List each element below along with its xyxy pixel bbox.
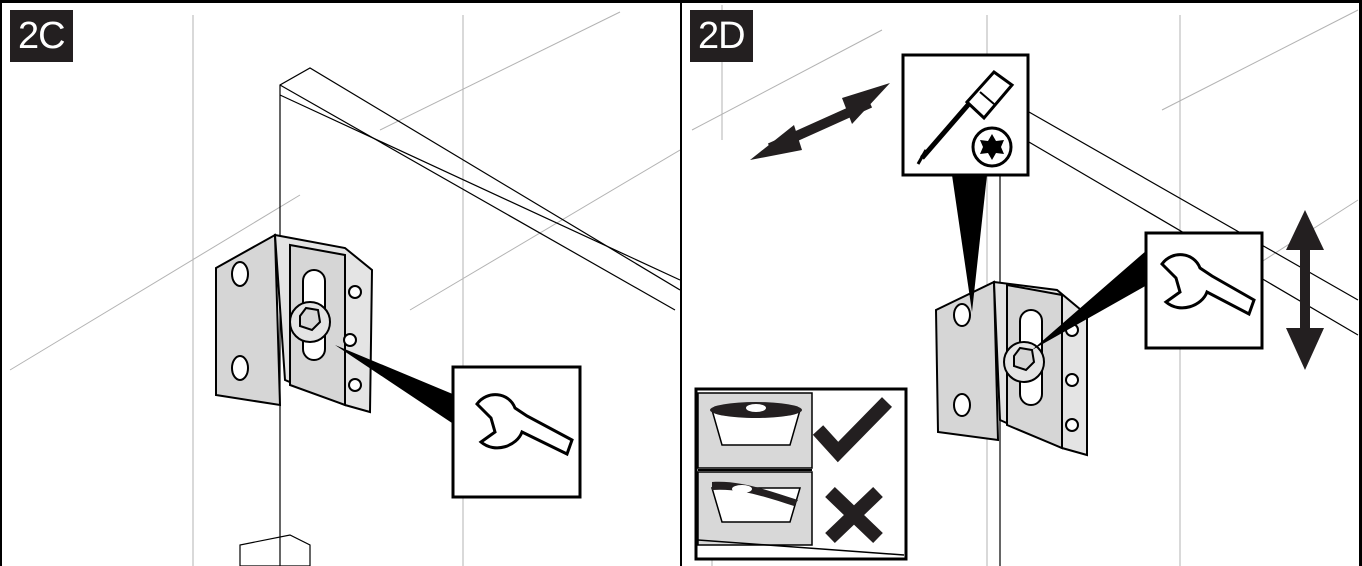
cross-mark-icon <box>825 486 883 544</box>
step-label-2c: 2C <box>10 10 73 62</box>
step-2c-illustration <box>9 11 680 566</box>
incorrect-hook-example <box>697 471 905 556</box>
wrench-callout-pointer <box>1032 250 1147 350</box>
torx-bit-icon <box>971 126 1013 168</box>
cabinet-panel <box>239 67 680 566</box>
hanging-bracket <box>215 233 374 414</box>
left-border <box>0 0 2 566</box>
double-arrow-horizontal-icon <box>750 83 890 160</box>
step-2c-panel: 2C <box>0 0 680 566</box>
wrench-icon <box>1160 253 1256 317</box>
step-label-2d: 2D <box>690 10 753 62</box>
double-arrow-vertical-icon <box>1286 210 1324 370</box>
right-border <box>1359 0 1362 566</box>
wrench-icon <box>475 393 574 457</box>
screwdriver-callout-pointer <box>952 175 987 312</box>
hanging-bracket <box>934 280 1088 457</box>
check-mark-icon <box>812 397 892 463</box>
correct-hook-example <box>697 392 813 469</box>
panel-divider <box>680 0 682 566</box>
step-2d-illustration <box>691 5 1359 566</box>
callout-pointer <box>335 345 455 425</box>
step-2d-panel: 2D <box>682 0 1362 566</box>
screwdriver-icon <box>916 69 1015 165</box>
